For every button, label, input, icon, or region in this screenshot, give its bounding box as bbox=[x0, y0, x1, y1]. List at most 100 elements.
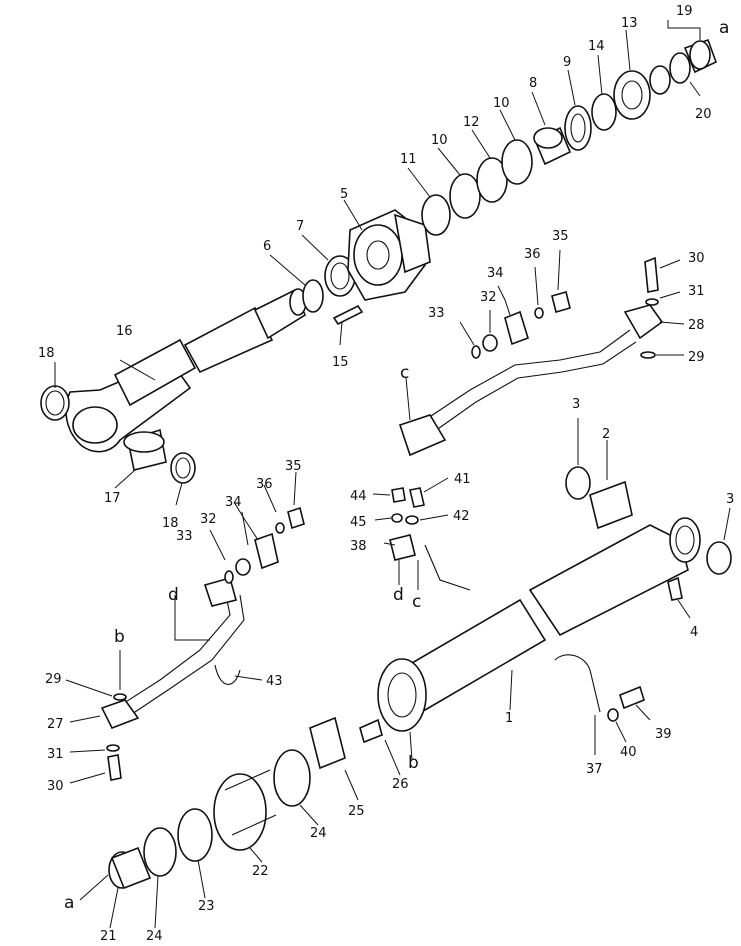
callout-22: 22 bbox=[252, 864, 269, 879]
ref-d-clamp: d bbox=[393, 585, 404, 605]
tube-upper bbox=[528, 524, 689, 637]
ring-20 bbox=[669, 52, 691, 84]
callout-43: 43 bbox=[266, 674, 283, 689]
nut-25 bbox=[309, 716, 346, 770]
ring-24-upper bbox=[273, 749, 311, 807]
callout-28: 28 bbox=[688, 318, 705, 333]
bolt-35-upper bbox=[551, 291, 571, 313]
callout-3a: 3 bbox=[572, 397, 580, 412]
clamp-38 bbox=[424, 544, 471, 591]
oring-29-upper bbox=[640, 351, 656, 359]
callout-4: 4 bbox=[690, 625, 698, 640]
oring-29-lower bbox=[113, 693, 127, 701]
oring-33-upper bbox=[471, 345, 481, 359]
washer-36-lower bbox=[275, 522, 285, 534]
nut-44 bbox=[391, 487, 406, 503]
callout-32b: 32 bbox=[200, 512, 217, 527]
callout-29b: 29 bbox=[45, 672, 62, 687]
head-flange bbox=[353, 224, 403, 286]
callout-19: 19 bbox=[676, 4, 693, 19]
callout-26: 26 bbox=[392, 777, 409, 792]
callout-17: 17 bbox=[104, 491, 121, 506]
callout-10a: 10 bbox=[493, 96, 510, 111]
washer-32-lower bbox=[235, 558, 251, 576]
callout-33b: 33 bbox=[176, 529, 193, 544]
callout-31b: 31 bbox=[47, 747, 64, 762]
callout-34a: 34 bbox=[487, 266, 504, 281]
callout-45: 45 bbox=[350, 515, 367, 530]
ring-10b bbox=[501, 139, 533, 185]
ref-b-left: b bbox=[114, 627, 125, 647]
ring-6 bbox=[302, 279, 324, 313]
rod-shaft-b bbox=[183, 306, 274, 374]
callout-29a: 29 bbox=[688, 350, 705, 365]
pipe-lower-a bbox=[109, 589, 231, 713]
bolt-15 bbox=[332, 304, 364, 326]
callout-42: 42 bbox=[453, 509, 470, 524]
grease-fitting-4 bbox=[667, 576, 683, 601]
screw-26 bbox=[359, 718, 383, 744]
washer-31-lower bbox=[106, 744, 120, 752]
pipe-upper bbox=[398, 256, 664, 457]
washer-42 bbox=[405, 515, 419, 525]
clamp-37 bbox=[554, 654, 601, 713]
callout-6: 6 bbox=[263, 239, 271, 254]
ref-a-top: a bbox=[719, 18, 729, 38]
callout-11: 11 bbox=[400, 152, 417, 167]
callout-1: 1 bbox=[505, 711, 513, 726]
pipe-flange-27 bbox=[100, 699, 140, 730]
oring-33-lower bbox=[224, 570, 234, 584]
callout-38: 38 bbox=[350, 539, 367, 554]
callout-24b: 24 bbox=[310, 826, 327, 841]
callout-41: 41 bbox=[454, 472, 471, 487]
ring-10a bbox=[449, 173, 481, 219]
ref-c-clamp: c bbox=[412, 592, 421, 612]
callout-7: 7 bbox=[296, 219, 304, 234]
leader-lines bbox=[54, 20, 731, 929]
bushing-2 bbox=[589, 480, 633, 530]
tube-eye bbox=[669, 517, 701, 563]
callout-23: 23 bbox=[198, 899, 215, 914]
callout-18a: 18 bbox=[38, 346, 55, 361]
callout-labels: 1 2 3 3 4 5 6 7 8 9 10 10 11 12 13 14 15… bbox=[38, 4, 734, 944]
callout-36a: 36 bbox=[524, 247, 541, 262]
bolt-39 bbox=[619, 685, 645, 710]
ring-11 bbox=[421, 194, 451, 236]
pipe-upper-top bbox=[409, 329, 631, 431]
ref-d-pipe: d bbox=[168, 585, 179, 605]
pipe-upper-bottom bbox=[417, 341, 637, 444]
clamp-34-lower bbox=[254, 532, 279, 570]
plate-38 bbox=[389, 534, 416, 561]
callout-25: 25 bbox=[348, 804, 365, 819]
callout-15: 15 bbox=[332, 355, 349, 370]
callout-8: 8 bbox=[529, 76, 537, 91]
callout-35a: 35 bbox=[552, 229, 569, 244]
pipe-flange-d bbox=[203, 577, 237, 607]
callout-35b: 35 bbox=[285, 459, 302, 474]
ring-3-right bbox=[706, 541, 732, 575]
washer-40 bbox=[607, 708, 619, 722]
callout-16: 16 bbox=[116, 324, 133, 339]
callout-12: 12 bbox=[463, 115, 480, 130]
ring-24-lower bbox=[143, 827, 177, 877]
callout-18b: 18 bbox=[162, 516, 179, 531]
pipe-lower-b bbox=[119, 594, 245, 723]
washer-36-upper bbox=[534, 307, 544, 319]
piston-22 bbox=[213, 773, 267, 851]
callout-24a: 24 bbox=[146, 929, 163, 941]
cylinder-tube bbox=[377, 466, 732, 732]
bolt-41 bbox=[409, 487, 425, 508]
bearing-9 bbox=[564, 105, 592, 151]
piston-assembly bbox=[108, 716, 383, 890]
bushing-17-face bbox=[123, 431, 165, 453]
ring-19a bbox=[649, 65, 671, 95]
callout-3b: 3 bbox=[726, 492, 734, 507]
callout-31a: 31 bbox=[688, 284, 705, 299]
callout-44: 44 bbox=[350, 489, 367, 504]
ring-12 bbox=[476, 157, 508, 203]
callout-20: 20 bbox=[695, 107, 712, 122]
rod-assembly bbox=[40, 38, 718, 484]
ring-13 bbox=[613, 70, 651, 120]
washer-31-upper bbox=[645, 298, 659, 306]
callout-21: 21 bbox=[100, 929, 117, 941]
